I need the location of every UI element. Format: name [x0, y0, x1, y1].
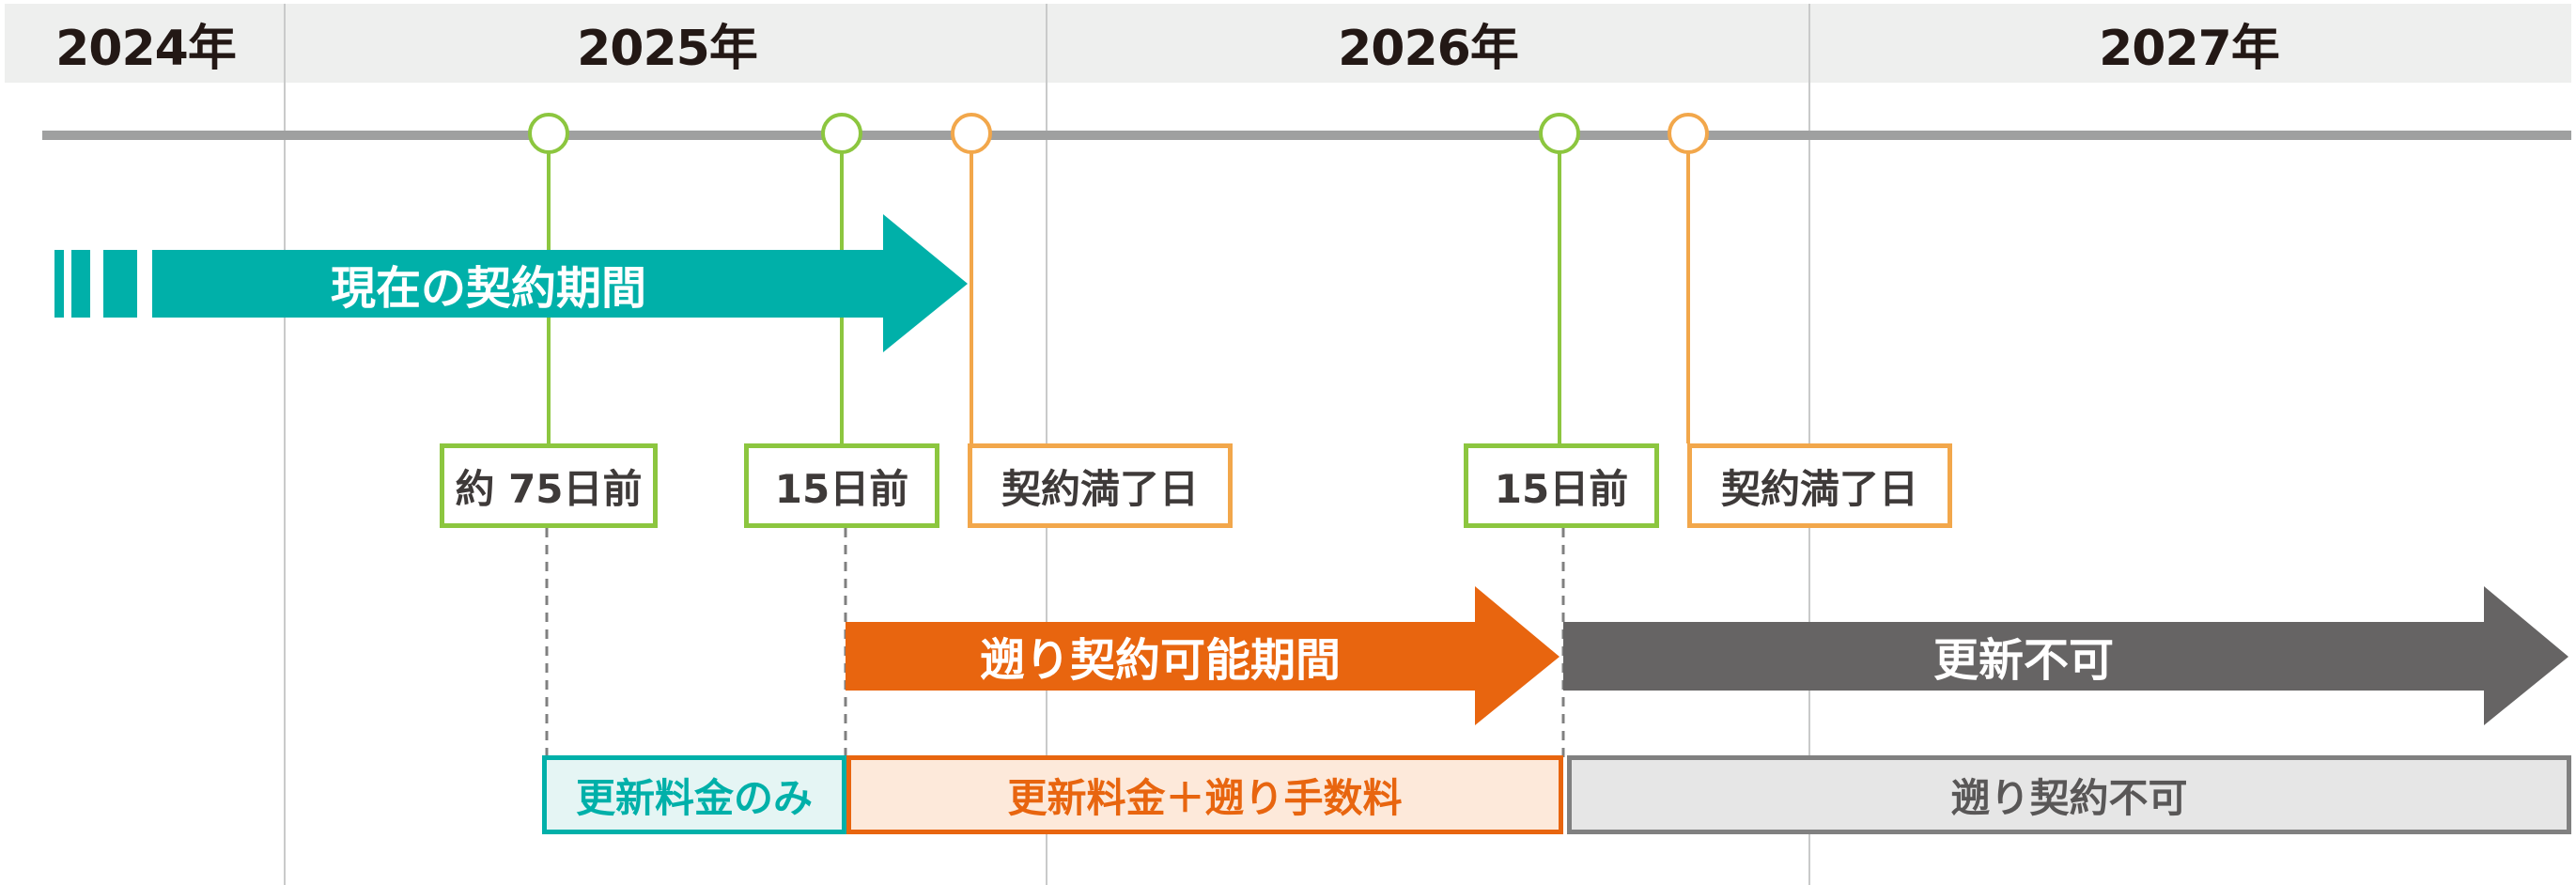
- fee-box-renewal-plus-retro: 更新料金＋遡り手数料: [846, 755, 1563, 834]
- marker-circle-15days-1: [821, 113, 862, 154]
- fee-box-retro-not-allowed: 遡り契約不可: [1567, 755, 2571, 834]
- year-label-2027: 2027年: [2099, 20, 2280, 77]
- marker-circle-expiry-1: [951, 113, 992, 154]
- year-label-2024: 2024年: [55, 20, 237, 77]
- marker-label-15days-1: 15日前: [744, 443, 939, 528]
- marker-circle-75days: [528, 113, 569, 154]
- marker-circle-expiry-2: [1668, 113, 1709, 154]
- marker-label-15days-2: 15日前: [1464, 443, 1659, 528]
- current-contract-arrow: [152, 214, 968, 352]
- current-arrow-stripe-3: [103, 250, 137, 318]
- year-label-2026: 2026年: [1338, 20, 1519, 77]
- retro-contract-arrow: [846, 586, 1560, 725]
- marker-label-75days: 約 75日前: [440, 443, 658, 528]
- year-label-2025: 2025年: [577, 20, 758, 77]
- year-header-band: [5, 4, 2571, 83]
- retro-contract-label: 遡り契約可能期間: [979, 634, 1341, 687]
- current-contract-label: 現在の契約期間: [330, 262, 646, 315]
- current-arrow-stripe-1: [54, 250, 64, 318]
- marker-circle-15days-2: [1539, 113, 1580, 154]
- no-renew-arrow: [1563, 586, 2568, 725]
- marker-label-expiry-2: 契約満了日: [1687, 443, 1952, 528]
- marker-label-expiry-1: 契約満了日: [968, 443, 1233, 528]
- no-renew-label: 更新不可: [1932, 634, 2114, 687]
- fee-box-renewal-only: 更新料金のみ: [542, 755, 846, 834]
- current-arrow-stripe-2: [71, 250, 90, 318]
